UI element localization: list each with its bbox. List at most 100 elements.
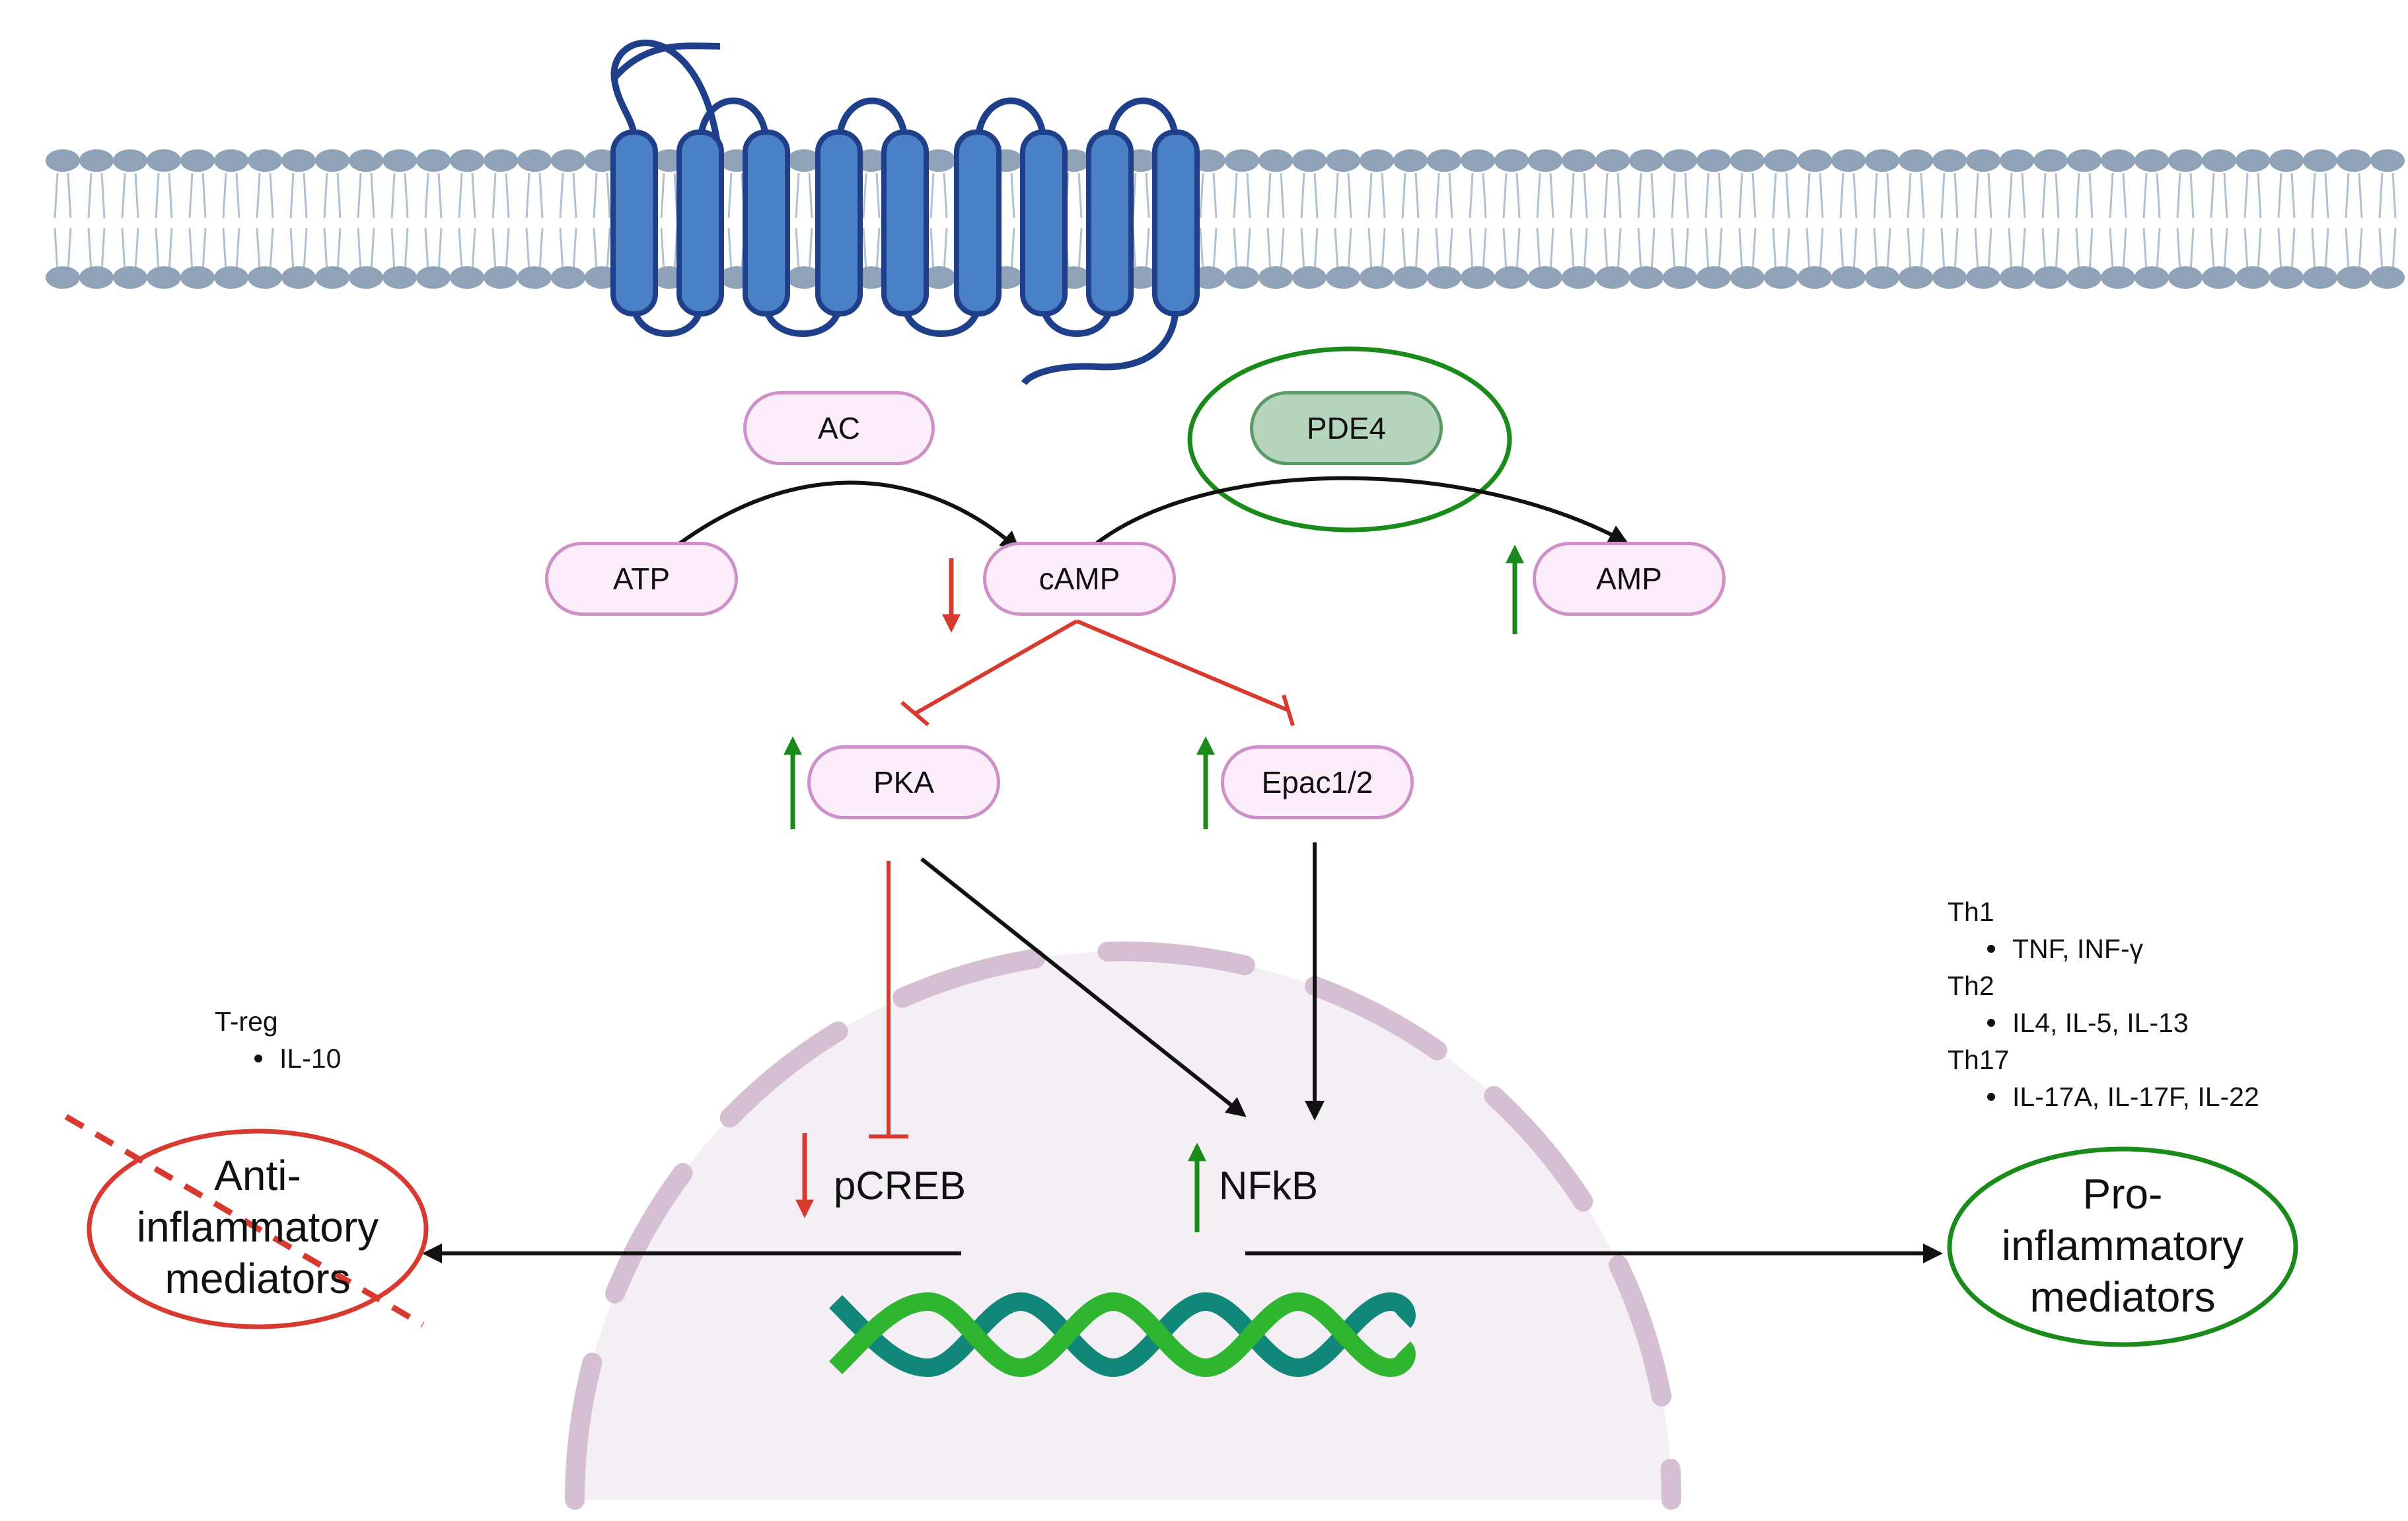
lipid-head [416, 266, 451, 289]
lipid-tail [1246, 227, 1251, 272]
pde4-highlight-ellipse [1187, 346, 1512, 533]
lipid-tail [1313, 227, 1319, 272]
lipid-head [1697, 266, 1731, 289]
lipid-tail [303, 227, 308, 272]
lipid-tail [121, 172, 126, 219]
pka-to-nfkb-arrow [920, 857, 1247, 1117]
lipid-tail [2176, 172, 2181, 219]
lipid-tail [606, 227, 611, 272]
lipid-tail [390, 227, 396, 272]
lipid-tail [336, 172, 342, 219]
lipid-head [551, 149, 585, 172]
lipid-tail [1617, 172, 1622, 219]
lipid-tail [1738, 172, 1743, 219]
lipid-tail [2142, 227, 2148, 272]
lipid-head [787, 266, 821, 289]
lipid-head [1326, 149, 1360, 172]
lipid-tail [559, 227, 564, 272]
lipid-tail [2378, 172, 2384, 219]
lipid-head [450, 149, 484, 172]
lipid-tail [2244, 172, 2249, 219]
lipid-head [1663, 149, 1697, 172]
lipid-tail [808, 172, 813, 219]
lipid-tail [235, 172, 240, 219]
lipid-tail [2391, 227, 2397, 272]
lipid-head [315, 149, 349, 172]
lipid-tail [1907, 172, 1912, 219]
lipid-tail [572, 172, 577, 219]
lipid-head [2134, 149, 2169, 172]
pro-line-1: Pro- [2082, 1170, 2163, 1218]
lipid-tail [1435, 227, 1440, 272]
lipid-tail [943, 227, 948, 272]
lipid-head [1595, 149, 1630, 172]
lipid-head [2067, 149, 2101, 172]
lipid-tail [2257, 172, 2262, 219]
lipid-tail [2156, 227, 2161, 272]
lipid-tail [437, 172, 443, 219]
lipid-tail [930, 227, 935, 272]
lipid-tail [458, 227, 463, 272]
lipid-tail [357, 227, 362, 272]
lipid-head [2269, 149, 2304, 172]
lipid-tail [1199, 172, 1204, 219]
lipid-tail [1920, 172, 1925, 219]
lipid-tail [1839, 172, 1844, 219]
lipid-tail [2223, 227, 2228, 272]
lipid-tail [1414, 227, 1420, 272]
lipid-tail [2277, 172, 2282, 219]
lipid-tail [525, 172, 530, 219]
lipid-tail [1536, 172, 1541, 219]
lipid-tail [2378, 227, 2384, 272]
epac-node: Epac1/2 [1221, 745, 1414, 819]
lipid-tail [2008, 227, 2013, 272]
lipid-tail [1313, 172, 1319, 219]
lipid-head [2101, 266, 2135, 289]
lipid-head [2236, 266, 2270, 289]
lipid-tail [2290, 227, 2296, 272]
lipid-tail [1368, 172, 1373, 219]
lipid-head [2303, 266, 2337, 289]
lipid-tail [1347, 172, 1352, 219]
lipid-tail [862, 227, 867, 272]
lipid-head [922, 149, 956, 172]
lipid-head [46, 266, 80, 289]
lipid-head [1393, 149, 1428, 172]
lipid-head [180, 266, 215, 289]
lipid-tail [2324, 227, 2329, 272]
lipid-head [281, 266, 316, 289]
lipid-tail [1940, 172, 1946, 219]
lipid-tail [121, 227, 126, 272]
lipid-tail [1401, 227, 1406, 272]
lipid-tail [2244, 227, 2249, 272]
lipid-tail [370, 172, 375, 219]
lipid-tail [289, 172, 295, 219]
ac-node: AC [743, 391, 935, 465]
lipid-head [349, 149, 383, 172]
lipid-tail [1246, 172, 1251, 219]
lipid-head [1326, 266, 1360, 289]
lipid-head [248, 149, 282, 172]
lipid-tail [323, 172, 328, 219]
lipid-tail [559, 172, 564, 219]
lipid-tail [404, 227, 409, 272]
lipid-tail [2075, 172, 2080, 219]
lipid-head [1494, 266, 1529, 289]
lipid-tail [1772, 227, 1777, 272]
lipid-head [2033, 149, 2068, 172]
lipid-tail [1637, 227, 1642, 272]
lipid-tail [155, 227, 160, 272]
lipid-tail [155, 172, 160, 219]
lipid-tail [2324, 172, 2329, 219]
epac-label: Epac1/2 [1261, 765, 1373, 799]
lipid-head [1663, 266, 1697, 289]
lipid-head [214, 266, 248, 289]
lipid-tail [134, 172, 139, 219]
lipid-tail [505, 227, 510, 272]
lipid-head [2337, 266, 2371, 289]
lipid-tail [1704, 227, 1710, 272]
lipid-head [1629, 266, 1663, 289]
nfkb-label: NFkB [1219, 1164, 1318, 1208]
lipid-head [416, 149, 451, 172]
lipid-tail [188, 172, 194, 219]
